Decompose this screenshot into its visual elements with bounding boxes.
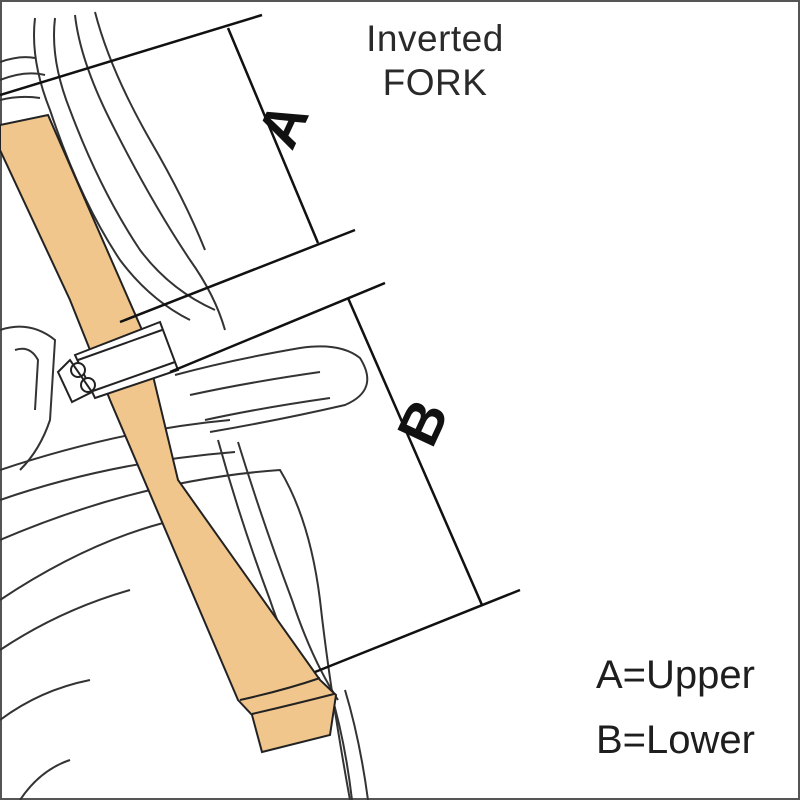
dimension-b-label: B: [385, 390, 462, 455]
dimension-b: [169, 281, 521, 674]
dimension-a-bottom-extension: [119, 228, 356, 324]
legend-upper: A=Upper: [596, 653, 755, 697]
fender-lineart: [174, 345, 369, 800]
dimension-a-label: A: [245, 92, 322, 157]
dimension-a: [0, 13, 356, 324]
dimension-a-line: [226, 27, 320, 244]
diagram-title-line-1: Inverted: [366, 18, 504, 59]
dimension-b-line: [346, 297, 484, 606]
fork-tube: [0, 113, 338, 754]
legend-lower: B=Lower: [596, 718, 755, 762]
dimension-b-bottom-extension: [314, 588, 521, 674]
dimension-b-top-extension: [169, 281, 386, 374]
dimension-a-top-extension: [0, 13, 263, 97]
diagram-title-line-2: FORK: [382, 62, 488, 103]
